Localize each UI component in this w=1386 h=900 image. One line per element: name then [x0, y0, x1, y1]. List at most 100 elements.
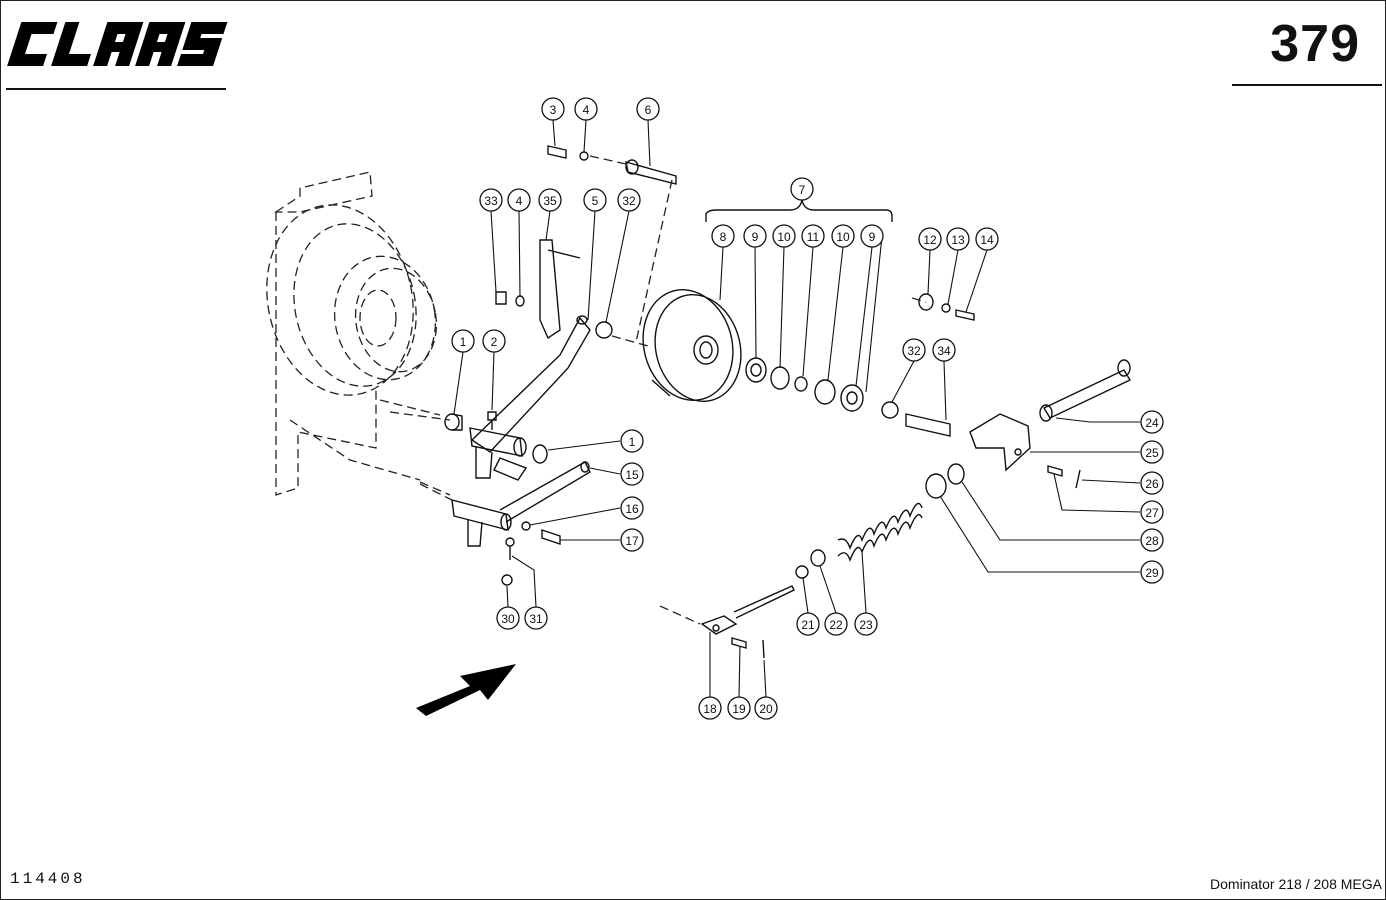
callout-c1b: 1 [620, 429, 644, 453]
callout-c25: 25 [1140, 440, 1164, 464]
callout-circle [854, 612, 878, 636]
callout-c32a: 32 [617, 188, 641, 212]
callout-circle [932, 338, 956, 362]
callout-c14: 14 [975, 227, 999, 251]
lower-link [451, 461, 591, 586]
callout-number: 34 [937, 344, 951, 358]
callout-number: 1 [629, 435, 636, 449]
callout-number: 9 [752, 230, 759, 244]
callout-c29: 29 [1140, 560, 1164, 584]
callout-circle [479, 188, 503, 212]
direction-arrow [416, 664, 516, 716]
callout-circle [496, 606, 520, 630]
callout-c13: 13 [946, 227, 970, 251]
callout-c6: 6 [636, 97, 660, 121]
callout-number: 28 [1145, 534, 1159, 548]
callout-c11: 11 [801, 224, 825, 248]
callout-circle [617, 188, 641, 212]
pulley [642, 289, 742, 402]
callout-circle [711, 224, 735, 248]
tension-rod [700, 585, 795, 659]
callout-number: 3 [550, 103, 557, 117]
callout-c28: 28 [1140, 528, 1164, 552]
callout-c3: 3 [541, 97, 565, 121]
callout-c31: 31 [524, 606, 548, 630]
callout-circle [772, 224, 796, 248]
callout-circle [902, 338, 926, 362]
callout-c22: 22 [824, 612, 848, 636]
callout-circle [1140, 410, 1164, 434]
lever-arm [470, 239, 591, 453]
callout-c24: 24 [1140, 410, 1164, 434]
callout-c30: 30 [496, 606, 520, 630]
callout-number: 19 [732, 702, 746, 716]
callout-c33: 33 [479, 188, 503, 212]
callout-circle [790, 177, 814, 201]
callout-number: 7 [799, 183, 806, 197]
callout-number: 8 [720, 230, 727, 244]
callout-circle [524, 606, 548, 630]
callout-c35: 35 [538, 188, 562, 212]
callout-circle [918, 227, 942, 251]
callout-c4b: 4 [507, 188, 531, 212]
callout-number: 24 [1145, 416, 1159, 430]
leader-lines [453, 119, 1141, 698]
callout-number: 10 [836, 230, 850, 244]
callout-c5: 5 [583, 188, 607, 212]
callout-circle [946, 227, 970, 251]
callout-number: 13 [951, 233, 965, 247]
callout-circle [860, 224, 884, 248]
callout-circle [824, 612, 848, 636]
top-bolts [495, 145, 677, 339]
callout-number: 25 [1145, 446, 1159, 460]
drawing-number: 114408 [10, 870, 86, 888]
callout-number: 4 [583, 103, 590, 117]
callout-circle [1140, 560, 1164, 584]
callout-circle [831, 224, 855, 248]
callout-number: 21 [801, 618, 815, 632]
callout-c26: 26 [1140, 471, 1164, 495]
callout-circle [507, 188, 531, 212]
callout-c15: 15 [620, 462, 644, 486]
callout-number: 4 [516, 194, 523, 208]
callout-c12: 12 [918, 227, 942, 251]
callout-number: 1 [460, 335, 467, 349]
callout-c1a: 1 [451, 329, 475, 353]
callout-circle [538, 188, 562, 212]
callout-number: 32 [907, 344, 921, 358]
callout-circle [1140, 528, 1164, 552]
callout-c4a: 4 [574, 97, 598, 121]
callout-number: 31 [529, 612, 543, 626]
callout-circle [754, 696, 778, 720]
alignment-lines [389, 155, 927, 625]
callout-number: 30 [501, 612, 515, 626]
callout-c9a: 9 [743, 224, 767, 248]
claas-logo [7, 22, 228, 66]
callout-c21: 21 [796, 612, 820, 636]
model-name: Dominator 218 / 208 MEGA [1210, 876, 1382, 892]
callout-circle [1140, 500, 1164, 524]
callout-circle [796, 612, 820, 636]
callout-c32b: 32 [902, 338, 926, 362]
callout-number: 26 [1145, 477, 1159, 491]
callout-number: 9 [869, 230, 876, 244]
callout-c34: 34 [932, 338, 956, 362]
page-number: 379 [1270, 15, 1360, 73]
callout-number: 12 [923, 233, 937, 247]
callout-c18: 18 [698, 696, 722, 720]
callout-c10a: 10 [772, 224, 796, 248]
callout-number: 32 [622, 194, 636, 208]
callout-number: 10 [777, 230, 791, 244]
callout-circle [743, 224, 767, 248]
callout-number: 14 [980, 233, 994, 247]
spring-assembly [795, 463, 965, 579]
callout-circle [574, 97, 598, 121]
callout-number: 23 [859, 618, 873, 632]
callout-c19: 19 [727, 696, 751, 720]
header-rule-right [1232, 84, 1382, 86]
callout-c23: 23 [854, 612, 878, 636]
callout-circle [975, 227, 999, 251]
callout-c2: 2 [482, 329, 506, 353]
